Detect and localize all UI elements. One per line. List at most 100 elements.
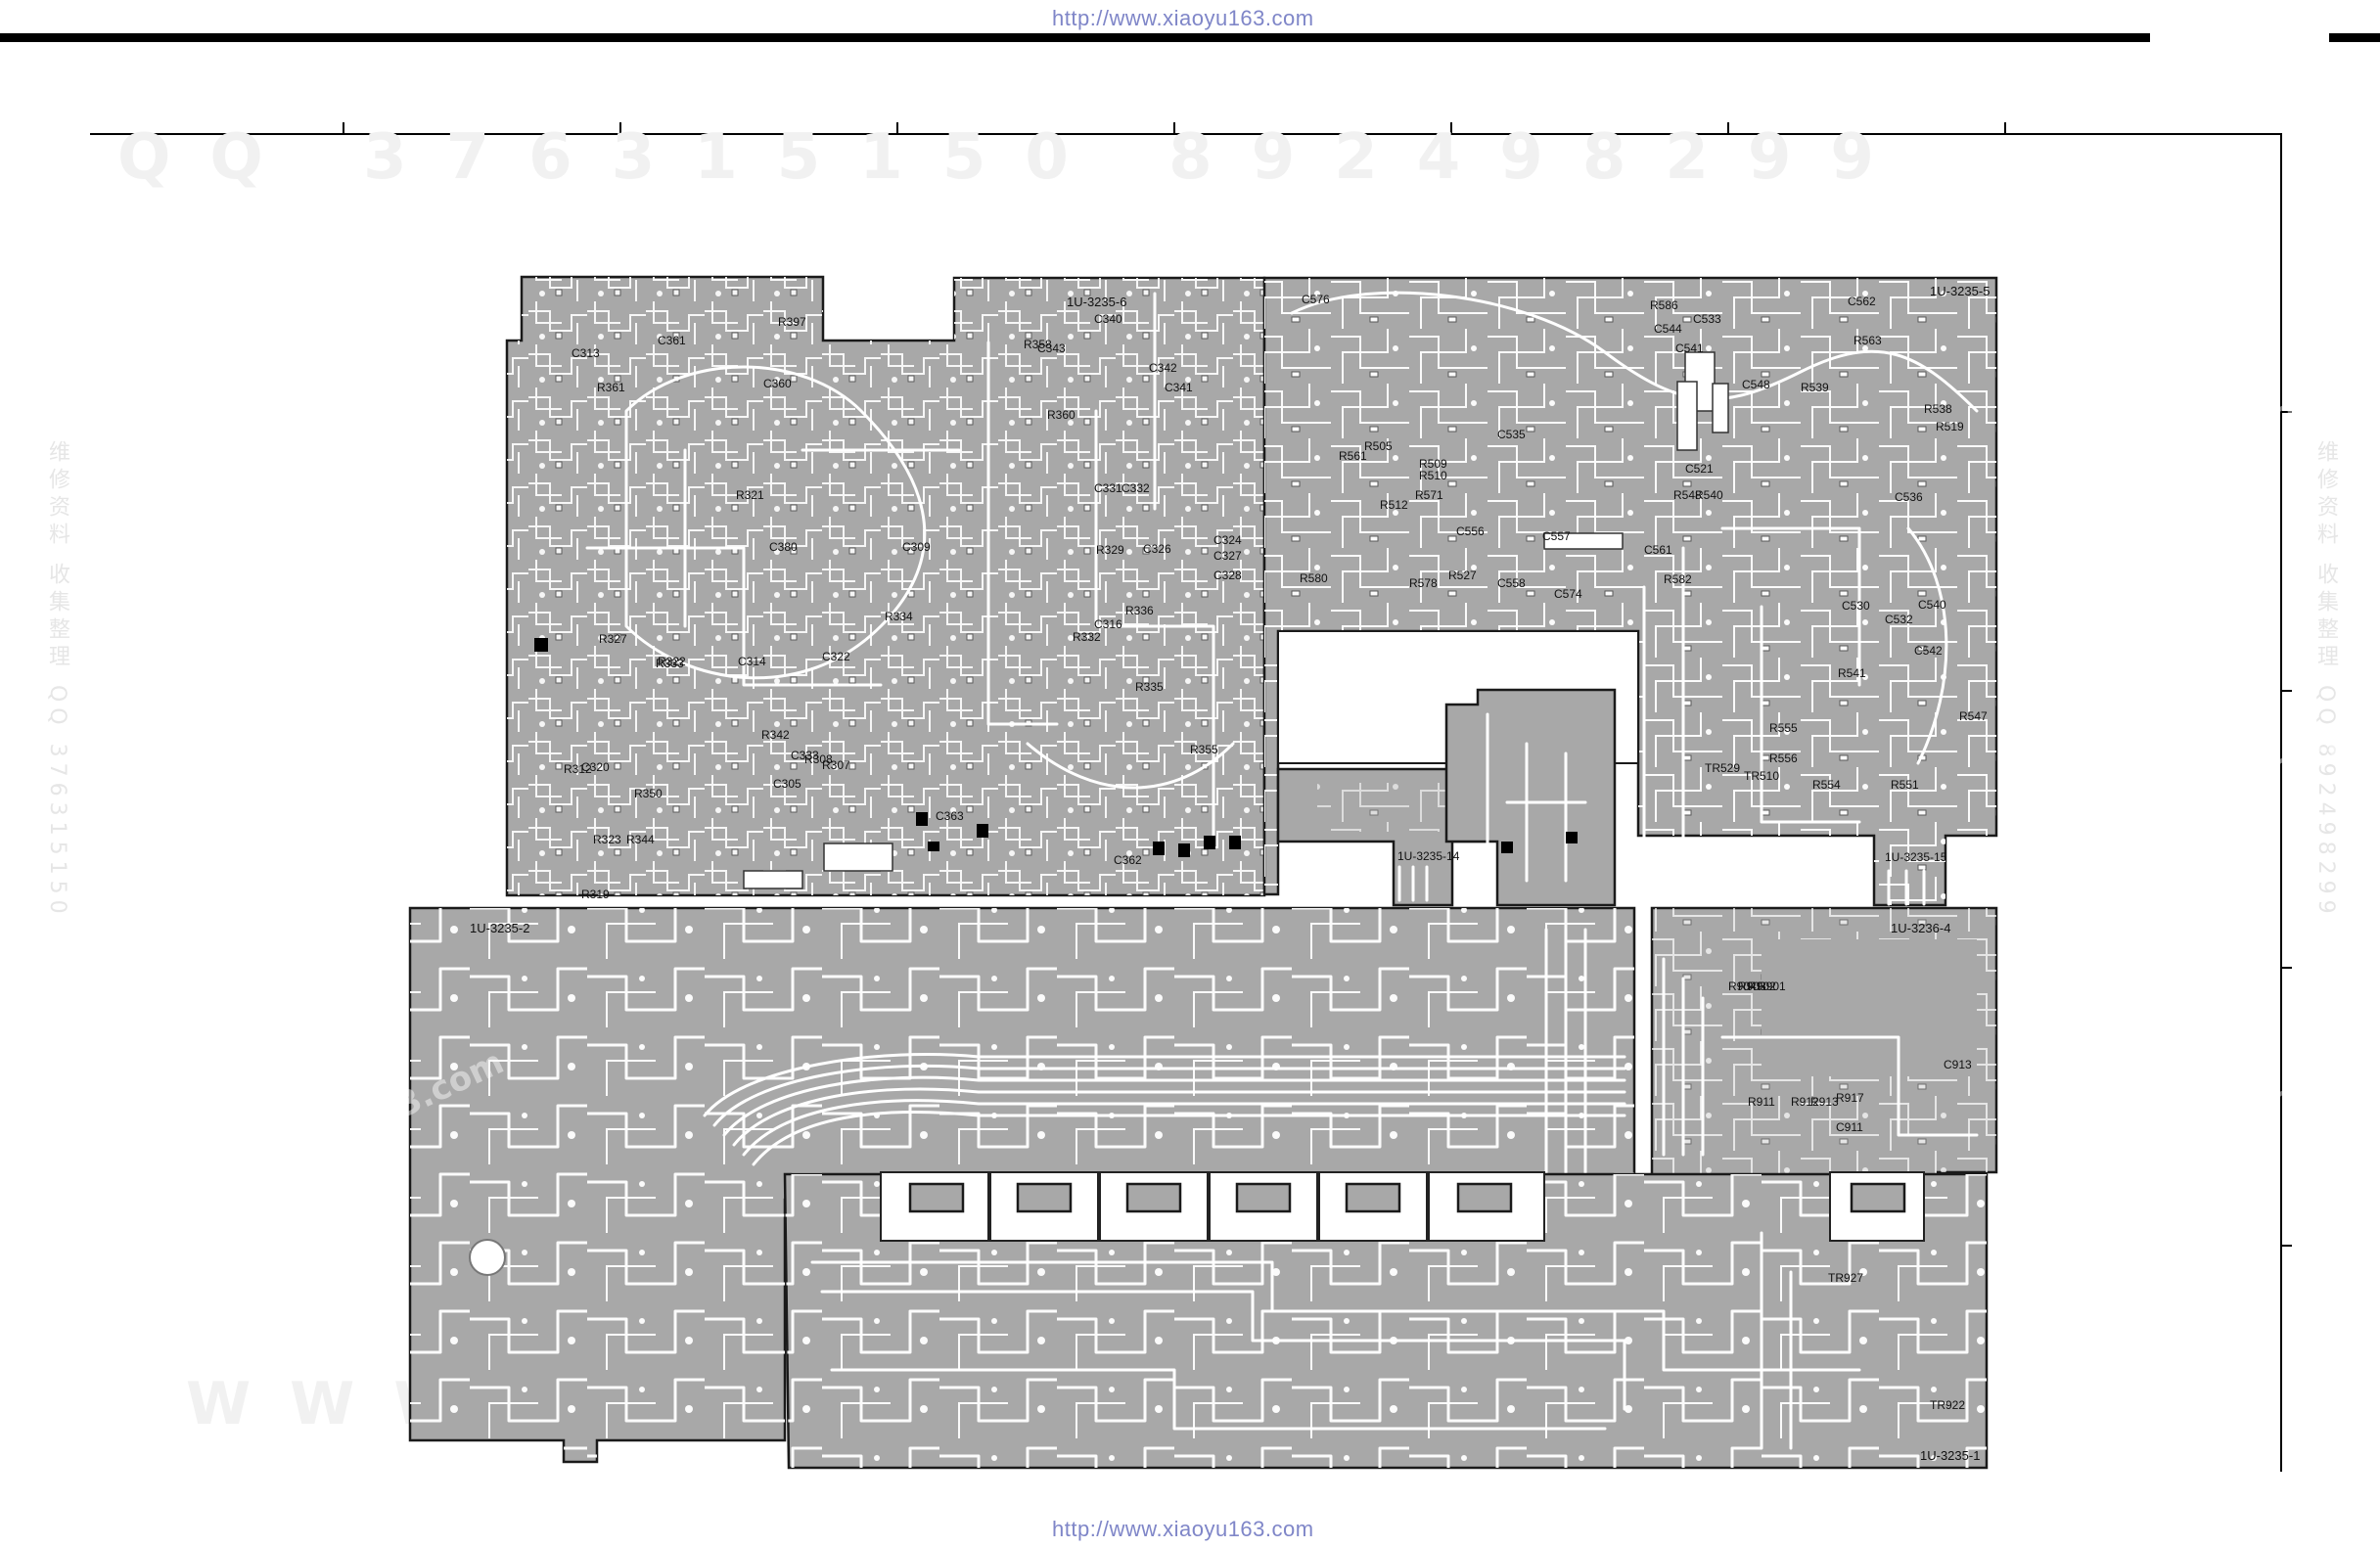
svg-text:C536: C536: [1895, 490, 1923, 504]
svg-text:C530: C530: [1842, 599, 1870, 613]
svg-text:R904: R904: [1728, 979, 1757, 993]
svg-text:R335: R335: [1135, 680, 1164, 694]
svg-text:R519: R519: [1936, 420, 1964, 433]
svg-text:R912: R912: [1791, 1095, 1819, 1109]
svg-text:R555: R555: [1769, 721, 1798, 735]
svg-text:C332: C332: [1121, 481, 1150, 495]
svg-text:C363: C363: [936, 809, 964, 823]
svg-text:R903: R903: [1738, 979, 1766, 993]
svg-text:C535: C535: [1497, 428, 1526, 441]
header-url[interactable]: http://www.xiaoyu163.com: [1052, 6, 1314, 30]
svg-text:R540: R540: [1695, 488, 1723, 502]
svg-text:R547: R547: [1959, 709, 1988, 723]
svg-text:R902: R902: [1748, 979, 1776, 993]
footer-url[interactable]: http://www.xiaoyu163.com: [1052, 1517, 1314, 1541]
svg-text:C576: C576: [1302, 293, 1330, 306]
svg-text:R561: R561: [1339, 449, 1367, 463]
frame-tick: [2004, 122, 2006, 135]
svg-text:R505: R505: [1364, 439, 1393, 453]
svg-text:C548: C548: [1742, 378, 1770, 391]
svg-text:TR922: TR922: [1930, 1398, 1965, 1412]
svg-text:C333: C333: [791, 749, 819, 762]
svg-text:C314: C314: [738, 655, 766, 668]
svg-text:R913: R913: [1810, 1095, 1839, 1109]
board-center-small: 1U-3235-14 1U-3235-15: [1276, 688, 1947, 907]
svg-text:TR510: TR510: [1744, 769, 1779, 783]
svg-text:TR927: TR927: [1828, 1271, 1863, 1285]
svg-text:R917: R917: [1836, 1091, 1864, 1105]
svg-text:R563: R563: [1854, 334, 1882, 347]
svg-text:C540: C540: [1918, 598, 1946, 612]
svg-text:R548: R548: [1673, 488, 1702, 502]
svg-text:C556: C556: [1456, 524, 1485, 538]
svg-text:R344: R344: [626, 833, 655, 846]
svg-text:R355: R355: [1190, 743, 1218, 756]
frame-right-line: [2280, 133, 2282, 1472]
frame-top-line: [90, 133, 2282, 135]
svg-text:C913: C913: [1944, 1058, 1972, 1071]
frame-tick: [2280, 411, 2292, 413]
board-label: 1U-3235-15: [1885, 850, 1947, 864]
svg-text:C340: C340: [1094, 312, 1122, 326]
watermark-side-left: 维修资料 收集整理 QQ 376315150: [45, 440, 69, 920]
svg-text:R556: R556: [1769, 751, 1798, 765]
svg-text:www.xiaoyu163.com: www.xiaoyu163.com: [2023, 1042, 2380, 1241]
svg-text:C558: C558: [1497, 576, 1526, 590]
svg-text:C328: C328: [1213, 569, 1242, 582]
svg-text:C532: C532: [1885, 613, 1913, 626]
svg-text:R512: R512: [1380, 498, 1408, 512]
svg-text:C574: C574: [1554, 587, 1582, 601]
svg-text:TR529: TR529: [1705, 761, 1740, 775]
svg-text:R580: R580: [1300, 571, 1328, 585]
svg-text:R342: R342: [761, 728, 790, 742]
svg-text:R578: R578: [1409, 576, 1438, 590]
board-label: 1U-3235-1: [1920, 1448, 1980, 1463]
svg-text:R334: R334: [885, 610, 913, 623]
svg-text:C326: C326: [1143, 542, 1171, 556]
svg-text:C544: C544: [1654, 322, 1682, 336]
frame-tick: [2280, 690, 2292, 692]
svg-text:C313: C313: [572, 346, 600, 360]
top-rule: [0, 33, 2150, 42]
svg-text:C316: C316: [1094, 617, 1122, 631]
svg-text:R323: R323: [593, 833, 621, 846]
svg-text:R901: R901: [1758, 979, 1786, 993]
svg-text:C305: C305: [773, 777, 801, 791]
svg-text:R307: R307: [822, 758, 850, 772]
svg-text:R397: R397: [778, 315, 806, 329]
svg-text:C557: C557: [1542, 529, 1571, 543]
board-label: 1U-3235-5: [1930, 284, 1990, 298]
frame-tick: [896, 122, 898, 135]
svg-text:www.xiaoyu163.com: www.xiaoyu163.com: [2023, 709, 2380, 908]
svg-text:R327: R327: [599, 632, 627, 646]
svg-text:www.xiaoyu163.com: www.xiaoyu163.com: [2023, 357, 2380, 556]
board-label: 1U-3235-14: [1397, 849, 1460, 863]
svg-text:R319: R319: [581, 888, 610, 901]
svg-text:R571: R571: [1415, 488, 1443, 502]
svg-text:R554: R554: [1812, 778, 1841, 792]
board-label: 1U-3236-4: [1891, 921, 1950, 935]
svg-text:R312: R312: [564, 762, 592, 776]
svg-text:C362: C362: [1114, 853, 1142, 867]
svg-text:R329: R329: [1096, 543, 1124, 557]
frame-tick: [1450, 122, 1452, 135]
svg-text:R321: R321: [736, 488, 764, 502]
watermark-qq: QQ 376315150 892498299: [117, 121, 1913, 194]
svg-text:R358: R358: [1024, 338, 1052, 351]
svg-text:R510: R510: [1419, 469, 1447, 482]
svg-text:C360: C360: [763, 377, 792, 390]
svg-text:R333: R333: [656, 657, 684, 670]
svg-text:C380: C380: [769, 540, 798, 554]
frame-tick: [1173, 122, 1175, 135]
svg-text:C561: C561: [1644, 543, 1672, 557]
svg-text:C542: C542: [1914, 644, 1943, 658]
svg-text:R360: R360: [1047, 408, 1076, 422]
svg-text:R539: R539: [1801, 381, 1829, 394]
frame-tick: [2280, 967, 2292, 969]
svg-text:C327: C327: [1213, 549, 1242, 563]
frame-tick: [2280, 1245, 2292, 1247]
svg-text:C361: C361: [658, 334, 686, 347]
